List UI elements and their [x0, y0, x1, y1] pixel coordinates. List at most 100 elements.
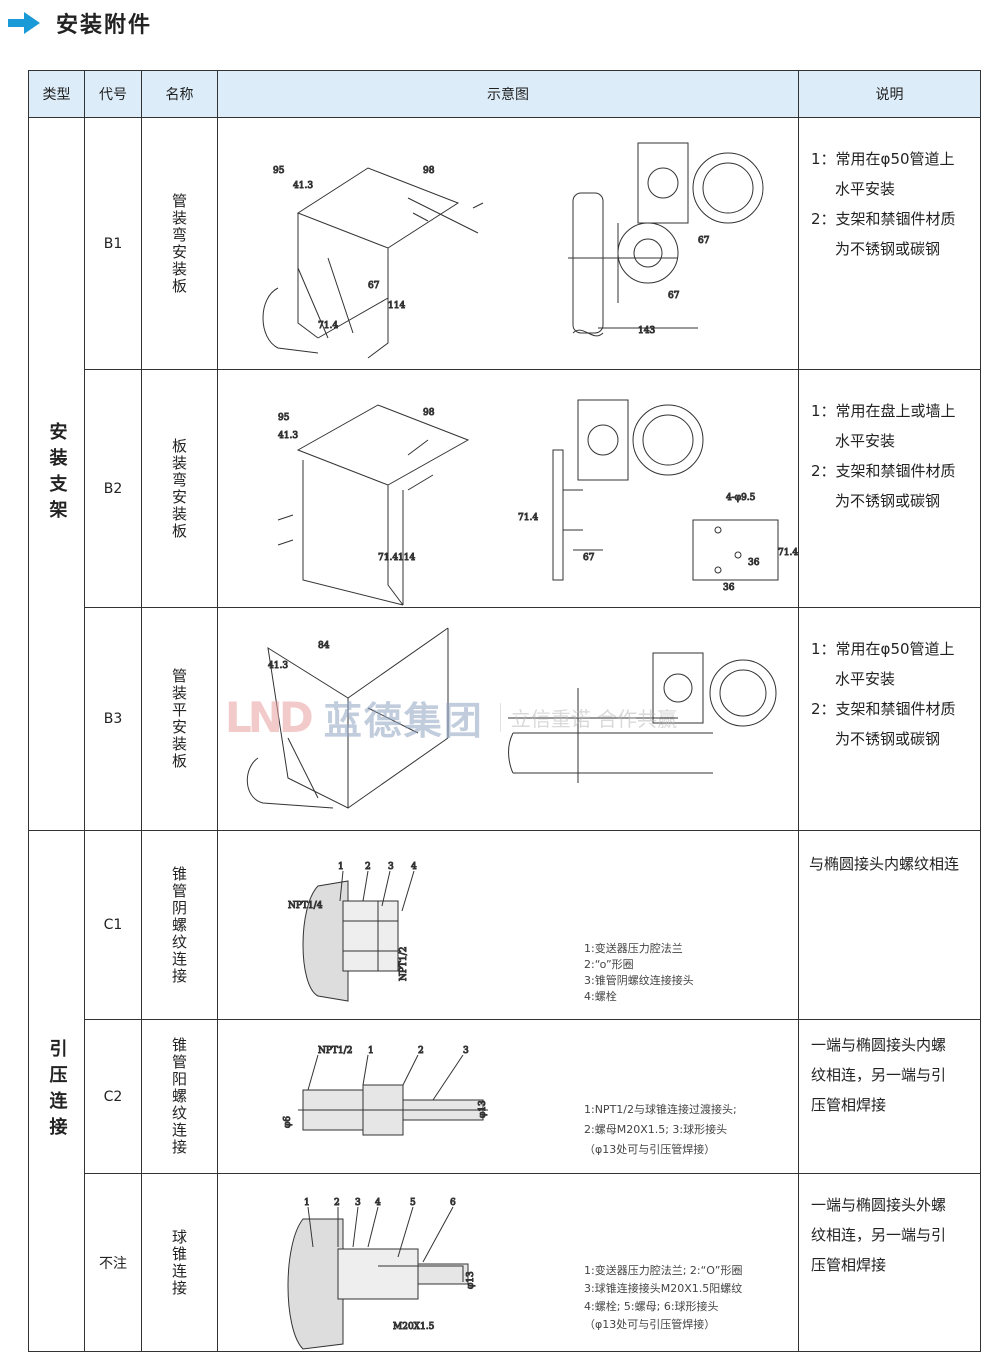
note-line: 水平安装 [835, 670, 896, 688]
svg-text:67: 67 [668, 291, 680, 301]
table-row: 引压连接 C1 锥管阴螺纹连接 1 2 3 4 NPT1/4 NPT1/2 1:变送器… [28, 830, 981, 1352]
legend-line: 1:NPT1/2与球锥连接过渡接头; [584, 1103, 737, 1116]
note-line: 一端与椭圆接头内螺 [811, 1036, 947, 1054]
note-line: 为不锈钢或碳钢 [835, 240, 941, 258]
svg-text:84: 84 [318, 641, 330, 651]
svg-text:71.4: 71.4 [378, 553, 398, 563]
svg-text:71.4: 71.4 [778, 548, 798, 558]
svg-text:71.4: 71.4 [318, 321, 338, 331]
code-cell: B3 [84, 607, 142, 831]
code-cell: C2 [84, 1019, 142, 1174]
callout-label: 2 [418, 1046, 424, 1056]
thread-label: M20X1.5 [393, 1322, 435, 1332]
callout-label: NPT1/2 [318, 1046, 352, 1056]
note-line: 水平安装 [835, 432, 896, 450]
note-line: 压管相焊接 [811, 1256, 887, 1274]
section-title: 安装附件 [8, 6, 152, 40]
svg-text:41.3: 41.3 [293, 181, 313, 191]
dim-label: φ13 [466, 1271, 476, 1289]
legend-line: 2:“o”形圈 [584, 958, 634, 971]
callout-label: 2 [365, 862, 371, 872]
svg-text:95: 95 [273, 166, 285, 176]
note-line: 1：常用在φ50管道上 [811, 150, 955, 168]
table-header: 类型 代号 名称 示意图 说明 [28, 70, 981, 118]
type-cell: 安装支架 [46, 422, 68, 526]
name-cell: 球锥连接 [170, 1228, 188, 1297]
legend-line: 4:螺栓 [584, 990, 617, 1003]
name-cell: 锥管阳螺纹连接 [170, 1037, 188, 1156]
header-type: 类型 [28, 70, 85, 118]
header-code: 代号 [84, 70, 142, 118]
note-line: 1：常用在φ50管道上 [811, 640, 955, 658]
type-cell: 引压连接 [46, 1039, 68, 1143]
thread-label: NPT1/2 [399, 947, 409, 981]
note-line: 为不锈钢或碳钢 [835, 492, 941, 510]
header-note: 说明 [798, 70, 981, 118]
thread-label: NPT1/4 [288, 901, 323, 911]
dim-label: φ6 [283, 1116, 293, 1128]
arrow-right-icon [8, 12, 40, 34]
legend-line: 1:变送器压力腔法兰 [584, 942, 683, 955]
legend-line: 3:球锥连接接头M20X1.5阳螺纹 [584, 1282, 743, 1295]
diagram-b1: 95 41.3 98 114 67 71.4 67 143 67 [217, 117, 799, 370]
note-line: 纹相连，另一端与引 [811, 1066, 947, 1084]
callout-label: 3 [388, 862, 394, 872]
svg-text:41.3: 41.3 [268, 661, 288, 671]
title-text: 安装附件 [56, 13, 153, 38]
dim-label: φ13 [478, 1100, 488, 1118]
diagram-c1: 1 2 3 4 NPT1/4 NPT1/2 1:变送器压力腔法兰 2:“o”形圈 3:锥管… [217, 830, 799, 1020]
header-name: 名称 [141, 70, 218, 118]
table-row: C2 锥管阳螺纹连接 NPT1/2 1 2 3 φ6 φ13 1:NPT1/2与球锥连… [29, 1019, 981, 1174]
legend-line: 4:螺栓; 5:螺母; 6:球形接头 [584, 1300, 719, 1313]
note-line: 与椭圆接头内螺纹相连 [809, 855, 960, 873]
legend-line: （φ13处可与引压管焊接） [584, 1143, 716, 1156]
svg-text:67: 67 [368, 281, 380, 291]
callout-label: 1 [304, 1198, 310, 1208]
callout-label: 1 [338, 862, 344, 872]
header-diagram: 示意图 [217, 70, 799, 118]
svg-text:114: 114 [388, 301, 405, 311]
callout-label: 3 [463, 1046, 469, 1056]
code-cell: C1 [84, 830, 142, 1020]
name-cell: 板装弯安装板 [170, 437, 188, 540]
note-line: 一端与椭圆接头外螺 [811, 1196, 947, 1214]
callout-label: 3 [355, 1198, 361, 1208]
legend-line: 3:锥管阴螺纹连接接头 [584, 974, 694, 987]
svg-text:71.4: 71.4 [518, 513, 538, 523]
code-cell: 不注 [84, 1173, 142, 1352]
svg-text:4-φ9.5: 4-φ9.5 [726, 493, 756, 503]
note-line: 2：支架和禁锢件材质 [811, 462, 956, 480]
svg-text:41.3: 41.3 [278, 431, 298, 441]
callout-label: 1 [368, 1046, 374, 1056]
svg-text:114: 114 [398, 553, 415, 563]
svg-text:143: 143 [638, 326, 655, 336]
note-line: 纹相连，另一端与引 [811, 1226, 947, 1244]
note-line: 1：常用在盘上或墙上 [811, 402, 956, 420]
diagram-b3: 84 41.3 [217, 607, 799, 831]
note-line: 2：支架和禁锢件材质 [811, 210, 956, 228]
callout-label: 2 [334, 1198, 340, 1208]
code-cell: B2 [84, 369, 142, 608]
note-line: 为不锈钢或碳钢 [835, 730, 941, 748]
note-line: 2：支架和禁锢件材质 [811, 700, 956, 718]
callout-label: 4 [411, 862, 417, 872]
callout-label: 4 [375, 1198, 381, 1208]
callout-label: 5 [410, 1198, 416, 1208]
svg-text:98: 98 [423, 408, 435, 418]
note-line: 压管相焊接 [811, 1096, 887, 1114]
svg-text:98: 98 [423, 166, 435, 176]
legend-line: 1:变送器压力腔法兰; 2:“O”形圈 [584, 1264, 743, 1277]
svg-text:36: 36 [723, 583, 735, 593]
svg-text:95: 95 [278, 413, 290, 423]
name-cell: 锥管阴螺纹连接 [170, 865, 188, 985]
note-line: 水平安装 [835, 180, 896, 198]
svg-text:67: 67 [698, 236, 710, 246]
